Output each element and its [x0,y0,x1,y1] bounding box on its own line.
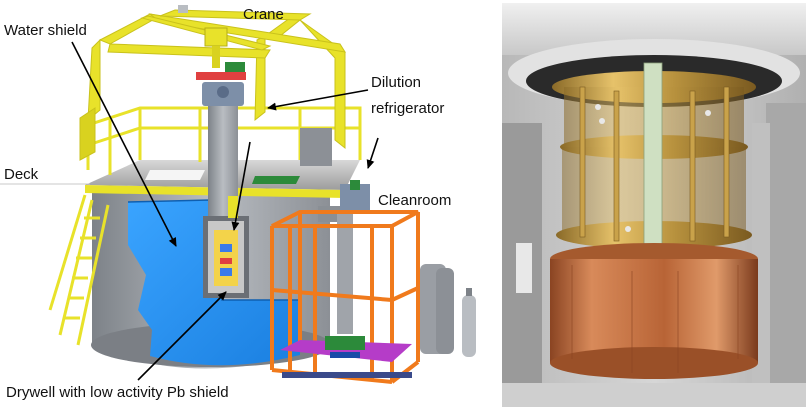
arrow-dilution-drywell [231,141,251,231]
arrow-dilution-cleanroom [366,137,379,169]
arrow-water-shield [71,41,177,247]
stairs [48,194,110,346]
drywell [203,216,249,298]
cryostat-photo [502,3,806,407]
cad-rendering [0,5,476,384]
label-dilution-line2: refrigerator [371,100,445,117]
crane-trolley [178,5,228,68]
gas-tanks [420,264,476,357]
label-crane: Crane [243,6,284,23]
equipment-cabinet [300,128,332,166]
arrow-dilution-fridge [267,89,369,111]
label-cleanroom: Cleanroom [378,192,452,209]
dilution-refrigerator [196,62,246,218]
cleanroom [270,180,420,384]
label-deck: Deck [4,166,39,183]
label-water-shield: Water shield [4,22,87,39]
label-drywell: Drywell with low activity Pb shield [6,384,229,401]
label-dilution-line1: Dilution [371,74,422,91]
annotation-arrows [0,41,379,381]
arrow-drywell [137,291,227,381]
